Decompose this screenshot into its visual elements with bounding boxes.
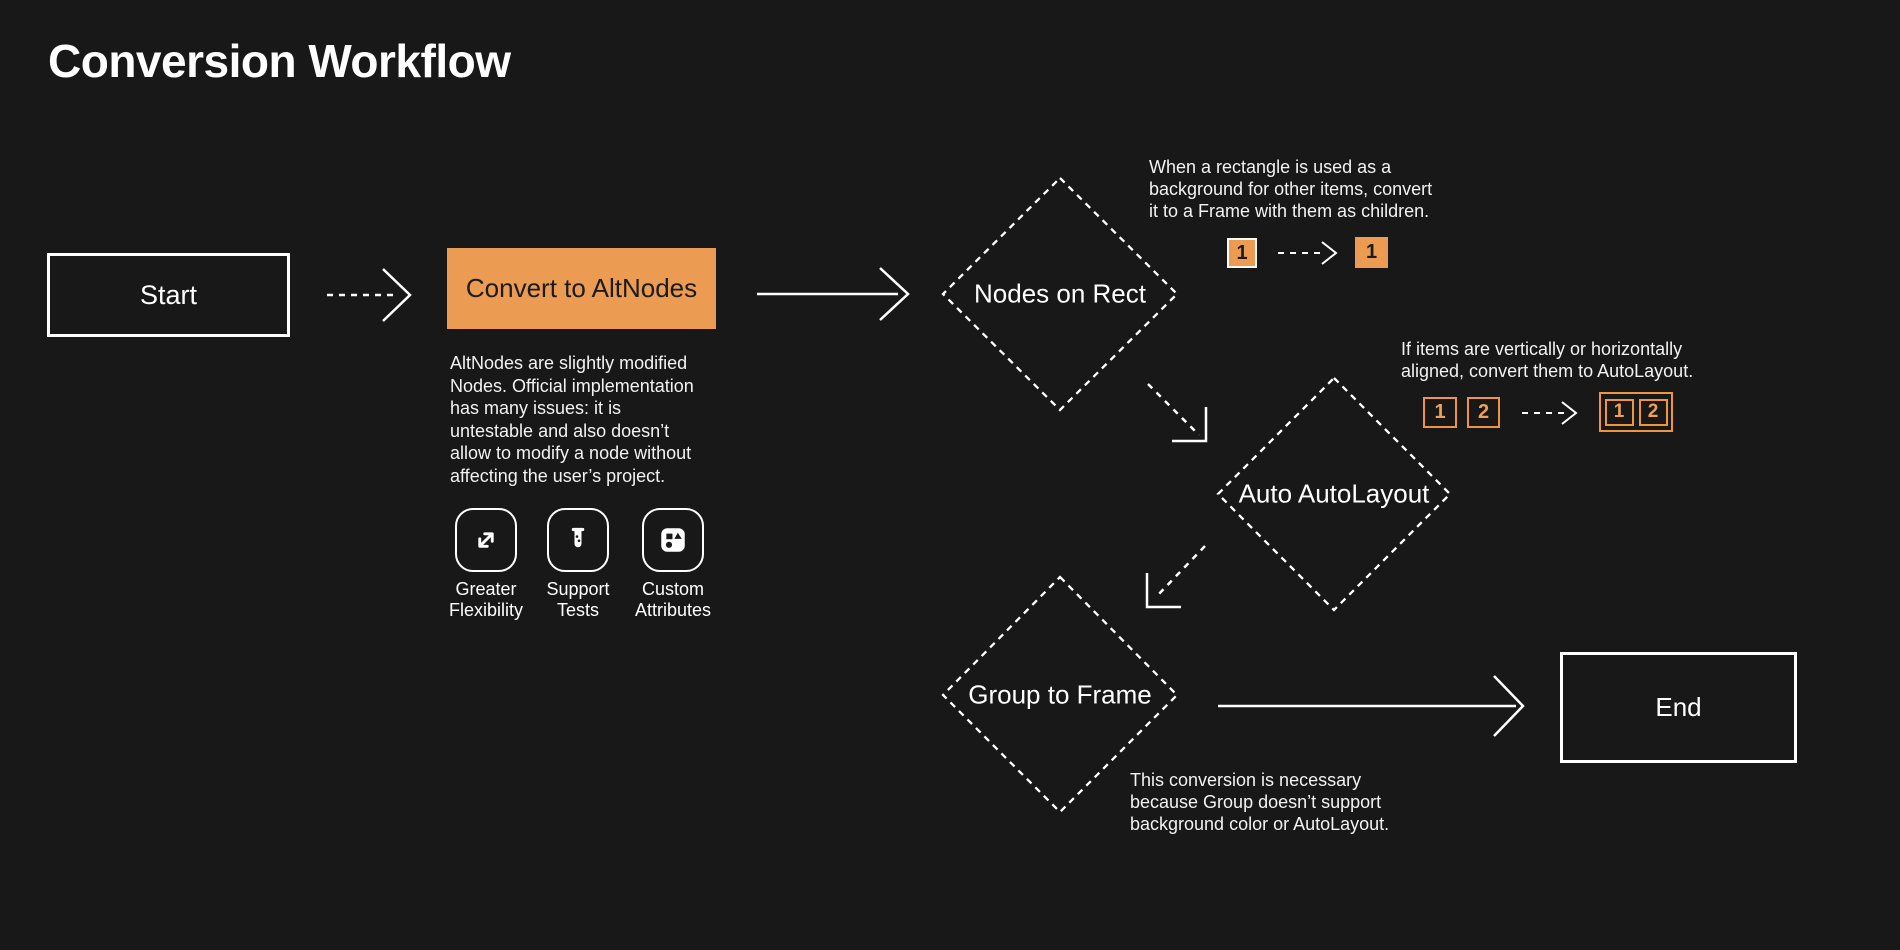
arrow-group-to-frame-to-end	[1218, 675, 1525, 737]
arrow-annotation-autolayout-before-after	[1522, 401, 1578, 425]
chip-autolayout-before-2: 2	[1467, 397, 1500, 428]
arrow-annotation-rect-before-after	[1278, 241, 1338, 265]
feature-label: Support Tests	[546, 579, 610, 620]
node-nodes-on-rect-label: Nodes on Rect	[974, 278, 1146, 309]
feature-support-tests: Support Tests	[528, 508, 628, 621]
arrow-convert-to-nodes-on-rect	[757, 267, 910, 321]
arrow-auto-autolayout-to-group-to-frame	[1145, 545, 1206, 609]
node-auto-autolayout-label: Auto AutoLayout	[1238, 478, 1430, 509]
page-title: Conversion Workflow	[48, 35, 511, 87]
chip-autolayout-after-2: 2	[1638, 398, 1668, 426]
chip-autolayout-before-1: 1	[1423, 397, 1457, 428]
annotation-autolayout: If items are vertically or horizontally …	[1401, 339, 1694, 381]
feature-label: Custom Attributes	[634, 579, 712, 620]
annotation-group-to-frame: This conversion is necessary because Gro…	[1130, 770, 1390, 834]
annotation-rect-to-frame: When a rectangle is used as a background…	[1149, 157, 1433, 221]
chip-group-autolayout-after: 1 2	[1599, 392, 1673, 432]
feature-greater-flexibility: Greater Flexibility	[436, 508, 536, 621]
node-end: End	[1560, 652, 1797, 763]
node-start: Start	[47, 253, 290, 337]
chip-autolayout-after-1: 1	[1604, 398, 1634, 426]
feature-custom-attributes: Custom Attributes	[623, 508, 723, 621]
arrow-nodes-on-rect-to-auto-autolayout	[1147, 383, 1208, 443]
arrow-start-to-convert	[327, 268, 412, 322]
node-convert-to-altnodes: Convert to AltNodes	[447, 248, 716, 329]
chip-rect-after-1: 1	[1355, 237, 1388, 268]
shapes-icon	[642, 508, 704, 572]
test-tube-icon	[547, 508, 609, 572]
expand-arrows-icon	[455, 508, 517, 572]
altnodes-description: AltNodes are slightly modified Nodes. Of…	[450, 353, 694, 486]
node-group-to-frame-label: Group to Frame	[968, 679, 1152, 710]
feature-label: Greater Flexibility	[448, 579, 523, 620]
chip-rect-before-1: 1	[1227, 238, 1257, 268]
